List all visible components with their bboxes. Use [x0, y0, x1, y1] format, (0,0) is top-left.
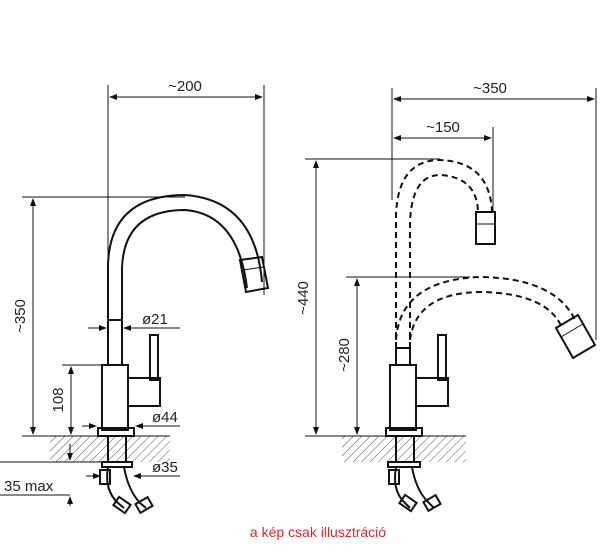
- right-hose-1: [394, 466, 411, 509]
- right-lever-housing: [415, 377, 449, 407]
- dim-spout-diameter: ø21: [142, 311, 168, 328]
- left-gooseneck-inner: [121, 208, 248, 320]
- left-faucet-body: [101, 364, 129, 431]
- left-lever-housing: [127, 377, 161, 407]
- dim-body-height: 108: [50, 387, 67, 412]
- left-gooseneck-outer: [107, 193, 263, 320]
- dim-base-diameter: ø44: [152, 409, 178, 426]
- dim-width-low: ~350: [473, 80, 507, 97]
- right-hose-2: [411, 466, 435, 509]
- right-countertop-hatch: [342, 436, 466, 462]
- right-spout-high-outer: [395, 158, 493, 348]
- right-spray-head-high: [475, 211, 496, 245]
- illustration-caption: a kép csak illusztráció: [250, 524, 386, 540]
- dim-width-high: ~150: [426, 119, 460, 136]
- left-hose-1: [106, 466, 125, 509]
- right-lever-handle: [437, 334, 447, 381]
- left-lever-handle: [149, 334, 159, 381]
- left-spout-neck: [107, 319, 123, 366]
- dim-max-thickness: 35 max: [4, 478, 54, 495]
- right-spout-low-outer: [395, 275, 576, 341]
- dim-height-low: ~280: [336, 338, 353, 372]
- left-nut: [101, 461, 133, 468]
- dim-shank-diameter: ø35: [152, 459, 178, 476]
- right-spout-neck: [395, 347, 411, 366]
- dim-width-top: ~200: [168, 78, 202, 95]
- left-faucet-view: ~200 ~350 108 ø21 ø44 ø35 35 max: [0, 78, 270, 515]
- right-spout-low-inner: [409, 290, 563, 341]
- right-faucet-base: [385, 427, 423, 437]
- left-spray-head: [238, 255, 270, 294]
- dim-height-high: ~440: [295, 281, 312, 315]
- dim-height-total: ~350: [12, 299, 29, 333]
- left-faucet-base: [97, 427, 135, 437]
- right-faucet-view: ~350 ~150 ~440 ~280: [295, 80, 597, 513]
- right-spout-high-inner: [409, 173, 479, 348]
- right-spray-head-low: [554, 313, 597, 360]
- left-hose-2: [123, 466, 147, 509]
- right-faucet-body: [389, 364, 417, 431]
